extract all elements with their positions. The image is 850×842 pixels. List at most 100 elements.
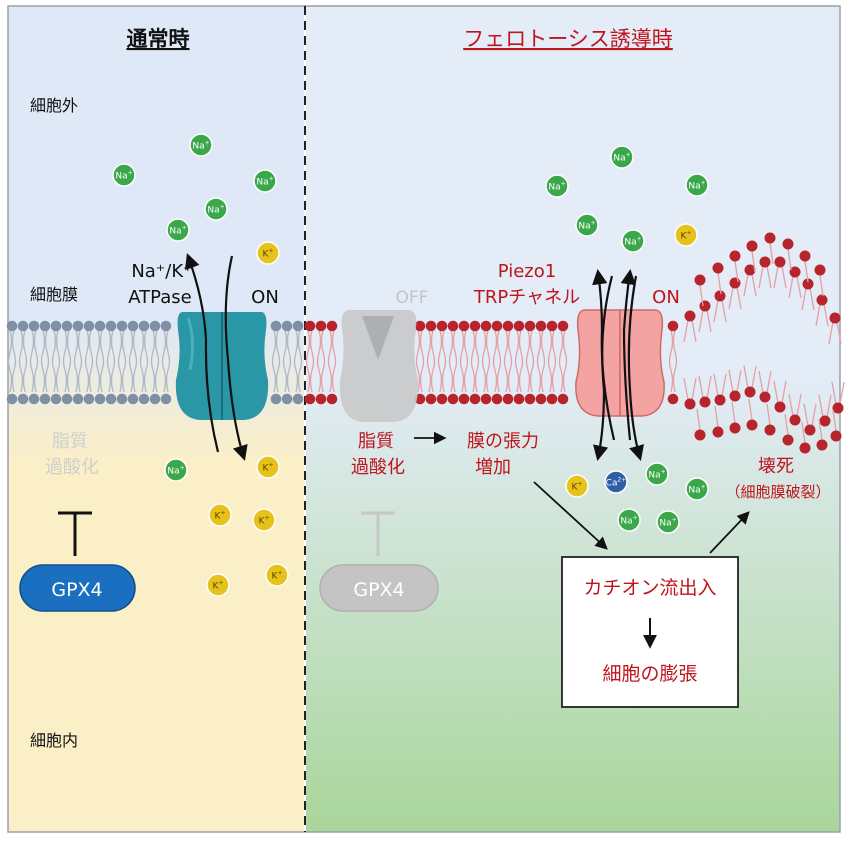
- na-ion: Na+: [610, 145, 634, 169]
- inactive-pump-icon: [339, 310, 419, 422]
- normal-lipid: [105, 320, 117, 405]
- na-ion: Na+: [164, 458, 188, 482]
- ferro-lipid: [480, 320, 492, 405]
- atpase-na-out-arrow: [184, 253, 220, 453]
- rupture-lipid-lower: [788, 393, 802, 426]
- rupture-lipid-lower: [743, 365, 757, 398]
- rupture-lipid-upper: [758, 256, 772, 289]
- na-ion: Na+: [253, 169, 277, 193]
- channel-label-line2: TRPチャネル: [473, 287, 580, 308]
- svg-text:Na+: Na+: [578, 220, 595, 232]
- svg-text:Na+: Na+: [659, 517, 676, 529]
- rupture-lipid-upper-outer: [746, 240, 758, 273]
- svg-text:Na+: Na+: [192, 140, 209, 152]
- svg-text:K+: K+: [263, 462, 274, 474]
- normal-lipid: [6, 320, 18, 405]
- rupture-lipid-lower: [818, 394, 832, 427]
- channel-on-label: ON: [652, 287, 680, 308]
- normal-lipid: [72, 320, 84, 405]
- rupture-lipid-lower-outer: [816, 418, 828, 451]
- left-lipid-label-line1: 脂質: [52, 431, 88, 452]
- rupture-lipid-upper: [815, 294, 829, 327]
- ferro-lipid: [447, 320, 459, 405]
- na-ion: Na+: [575, 213, 599, 237]
- svg-text:K+: K+: [213, 580, 224, 592]
- normal-lipid: [292, 320, 304, 405]
- na-ion: Na+: [545, 174, 569, 198]
- rupture-lipid-upper: [773, 256, 787, 289]
- rupture-lipid-upper: [801, 278, 815, 311]
- gpx4-inactive: [319, 511, 439, 612]
- svg-text:Na+: Na+: [648, 469, 665, 481]
- k-ion: K+: [265, 563, 289, 587]
- ferro-lipid: [436, 320, 448, 405]
- svg-text:Na+: Na+: [115, 170, 132, 182]
- normal-membrane: [6, 320, 304, 405]
- normal-lipid: [116, 320, 128, 405]
- rupture-lipid-upper-outer: [712, 262, 724, 295]
- svg-text:Na+: Na+: [169, 225, 186, 237]
- svg-text:Na+: Na+: [688, 180, 705, 192]
- left-lipid-label-line2: 過酸化: [45, 457, 99, 478]
- gpx4-active: [19, 511, 136, 612]
- rupture-lipid-upper-outer: [814, 264, 826, 297]
- normal-lipid: [149, 320, 161, 405]
- rupture-lipid-lower-outer: [782, 413, 794, 446]
- rupture-lipid-lower-outer: [694, 408, 706, 441]
- na-ion: Na+: [617, 508, 641, 532]
- normal-lipid: [281, 320, 293, 405]
- channel-out-arrow-2: [620, 268, 636, 441]
- svg-text:Na+: Na+: [688, 484, 705, 496]
- ferro-lipid: [546, 320, 558, 405]
- rupture-lipid-upper: [683, 310, 697, 343]
- normal-panel-background: [8, 6, 304, 832]
- na-ion: Na+: [621, 229, 645, 253]
- svg-text:Na+: Na+: [167, 465, 184, 477]
- rupture-lipid-lower: [698, 375, 712, 408]
- svg-text:K+: K+: [681, 230, 692, 242]
- extracellular-label: 細胞外: [30, 96, 78, 115]
- ferro-lipid: [513, 320, 525, 405]
- k-ion: K+: [256, 241, 280, 265]
- channel-in-arrow-2: [627, 275, 645, 461]
- na-k-atpase-icon: [175, 312, 269, 420]
- normal-lipid: [138, 320, 150, 405]
- ions-layer: Na+ Na+ Na+ Na+ Na+ K+ Na+ K+ K+ K+ K+ K+ Na+ Na+ Na+ N…: [112, 133, 709, 597]
- normal-lipid: [17, 320, 29, 405]
- na-ion: Na+: [685, 477, 709, 501]
- rupture-lipid-upper: [713, 290, 727, 323]
- channel-in-arrow-1: [593, 275, 614, 462]
- frame-border: [7, 5, 841, 833]
- atpase-label-line2: ATPase: [128, 287, 191, 308]
- rupture-lipid-lower-outer: [764, 403, 776, 436]
- ruptured-membrane: [683, 232, 845, 454]
- ferroptosis-panel-title: フェロトーシス誘導時: [463, 27, 673, 51]
- rupture-lipid-upper: [788, 266, 802, 299]
- ferro-lipid: [491, 320, 503, 405]
- na-ion: Na+: [685, 173, 709, 197]
- normal-lipid: [28, 320, 40, 405]
- rupture-label-line2: （細胞膜破裂）: [725, 483, 830, 501]
- rupture-lipid-lower: [831, 381, 845, 414]
- cation-flux-label: カチオン流出入: [583, 577, 716, 599]
- right-lipid-label-line2: 過酸化: [351, 457, 405, 478]
- ferro-lipid: [502, 320, 514, 405]
- rupture-label-line1: 壊死: [758, 456, 794, 477]
- membrane-label: 細胞膜: [30, 285, 78, 304]
- svg-text:Na+: Na+: [624, 236, 641, 248]
- svg-text:Na+: Na+: [256, 176, 273, 188]
- svg-text:Ca2+: Ca2+: [606, 477, 627, 489]
- normal-lipid: [94, 320, 106, 405]
- gpx4-active-label: GPX4: [51, 579, 102, 601]
- tension-to-cation-arrow: [533, 481, 608, 550]
- ferro-lipid: [304, 320, 316, 405]
- svg-text:Na+: Na+: [620, 515, 637, 527]
- k-ion: K+: [208, 503, 232, 527]
- gpx4-inactive-label: GPX4: [353, 579, 404, 601]
- rupture-lipid-upper: [828, 312, 842, 345]
- ferro-lipid: [667, 320, 679, 405]
- svg-text:K+: K+: [263, 248, 274, 260]
- rupture-lipid-upper: [743, 264, 757, 297]
- normal-lipid: [50, 320, 62, 405]
